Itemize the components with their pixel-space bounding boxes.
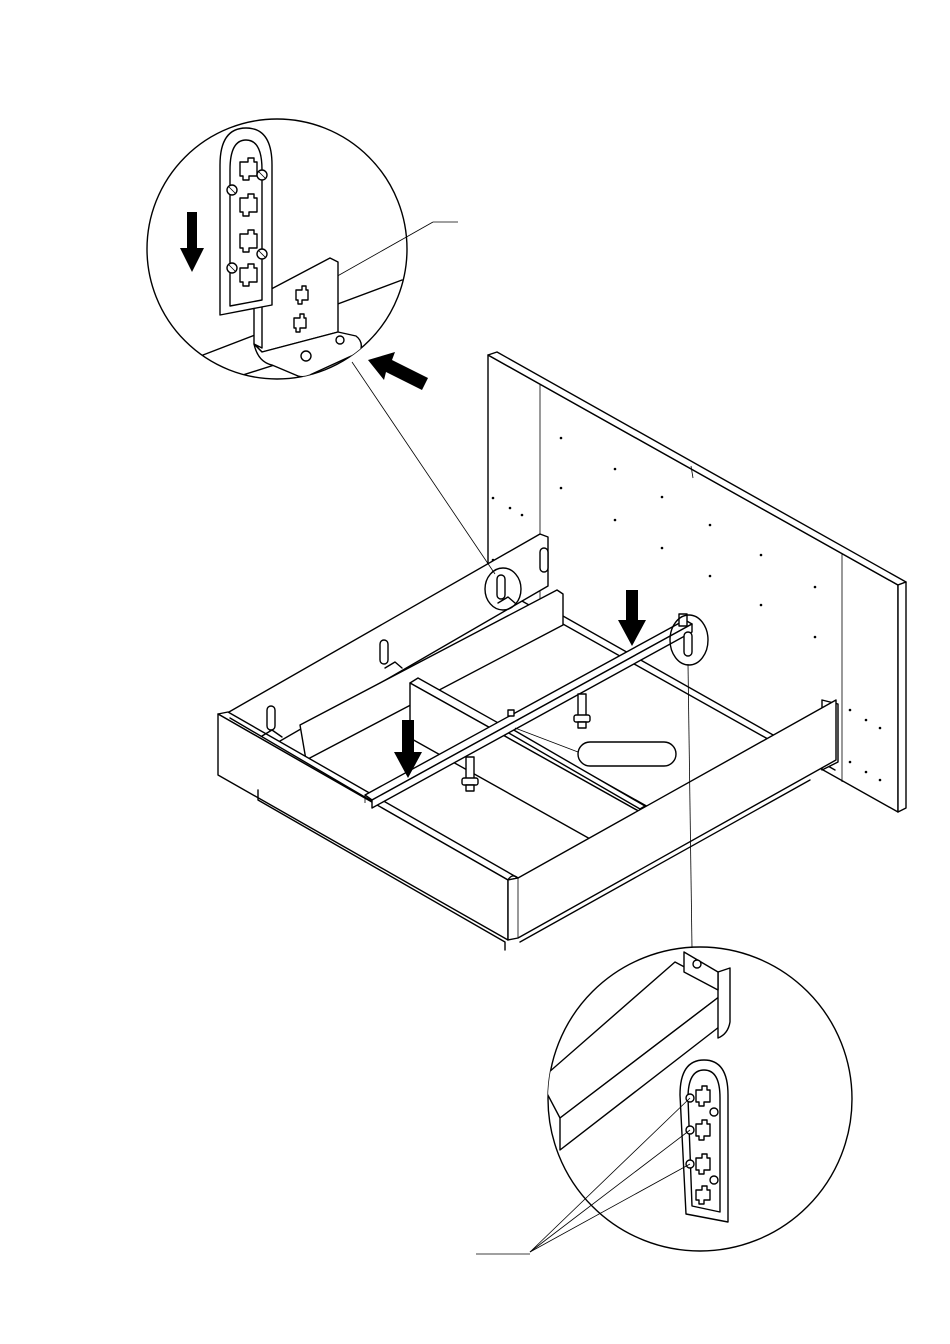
headboard [488,352,906,812]
part-label-bubble [578,742,676,766]
insert-arrow-icon [368,352,428,390]
down-arrow-icon [180,212,204,272]
screw-detail-callout [540,947,852,1251]
support-leg [574,694,590,728]
bracket-detail-callout [147,119,407,395]
screw-icon [693,960,701,968]
